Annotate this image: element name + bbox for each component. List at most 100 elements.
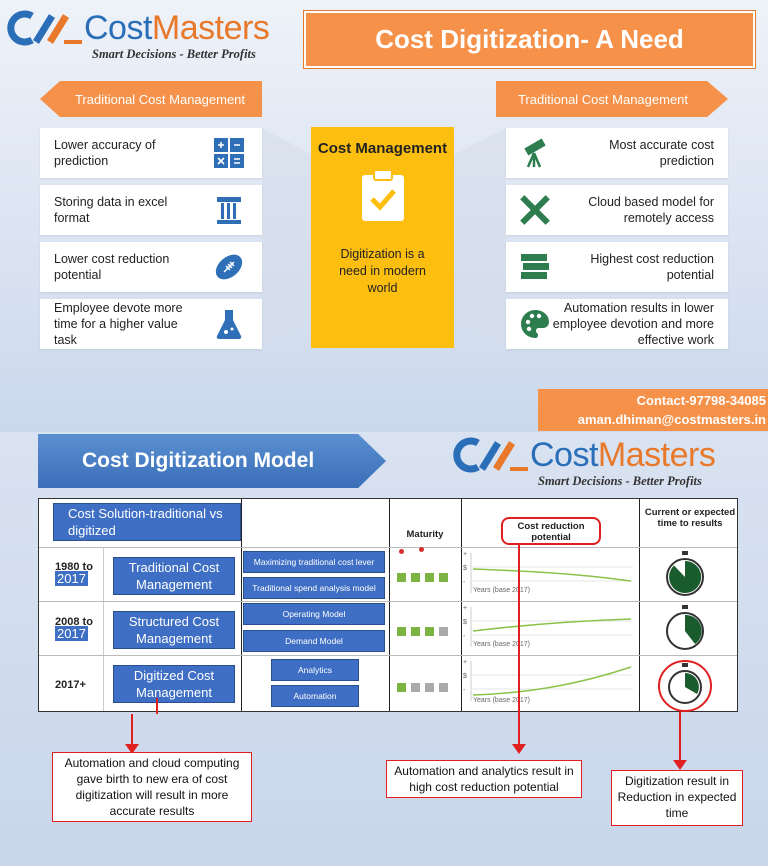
stopwatch-icon bbox=[666, 605, 704, 650]
trend-chart-row1 bbox=[470, 553, 633, 593]
arrow-line bbox=[518, 544, 520, 749]
logo-mark-icon bbox=[453, 437, 528, 473]
row-label: Structured Cost Management bbox=[113, 611, 235, 649]
page-title: Cost Digitization- A Need bbox=[304, 11, 755, 68]
axis-tick: + bbox=[463, 659, 468, 666]
center-subtitle: Digitization is a need in modern world bbox=[339, 247, 426, 295]
stopwatch-icon-highlighted bbox=[658, 660, 712, 712]
contact-box: Contact-97798-34085 aman.dhiman@costmast… bbox=[538, 389, 768, 431]
arrow-head bbox=[512, 744, 526, 754]
telescope-icon bbox=[518, 136, 552, 170]
right-item-accuracy: Most accurate cost prediction bbox=[506, 128, 728, 178]
tool-label: Maximizing traditional cost lever bbox=[243, 551, 385, 573]
red-dot bbox=[399, 549, 404, 554]
tool-label: Automation bbox=[271, 685, 359, 707]
row-years: 2017+ bbox=[55, 679, 86, 691]
table-divider bbox=[461, 499, 462, 711]
left-item-accuracy: Lower accuracy of prediction bbox=[40, 128, 262, 178]
left-item-text: Employee devote more time for a higher v… bbox=[54, 301, 183, 347]
axis-tick: $ bbox=[463, 673, 467, 680]
table-title: Cost Solution-traditional vs digitized bbox=[53, 503, 241, 541]
right-item-cloud: Cloud based model for remotely access bbox=[506, 185, 728, 235]
calculator-icon bbox=[212, 136, 246, 170]
table-divider bbox=[103, 547, 104, 711]
axis-note: Years (base 2017) bbox=[473, 641, 530, 648]
table-rule bbox=[39, 601, 737, 602]
maturity-header: Maturity bbox=[406, 529, 444, 540]
row-label: Traditional Cost Management bbox=[113, 557, 235, 595]
books-icon bbox=[518, 250, 552, 284]
left-item-reduction: Lower cost reduction potential bbox=[40, 242, 262, 292]
left-item-text: Storing data in excel format bbox=[54, 195, 168, 225]
axis-tick: $ bbox=[463, 619, 467, 626]
table-rule bbox=[39, 655, 737, 656]
arrow-line bbox=[156, 698, 158, 714]
axis-note: Years (base 2017) bbox=[473, 697, 530, 704]
maturity-indicator bbox=[397, 623, 453, 641]
trend-chart-row2 bbox=[470, 607, 633, 647]
tool-label: Operating Model bbox=[243, 603, 385, 625]
trend-chart-row3 bbox=[470, 661, 633, 701]
tool-label: Demand Model bbox=[243, 630, 385, 652]
right-item-text: Most accurate cost prediction bbox=[609, 138, 714, 168]
arrow-head bbox=[673, 760, 687, 770]
table-rule bbox=[39, 547, 737, 548]
arrow-head bbox=[125, 744, 139, 754]
brand-tagline: Smart Decisions - Better Profits bbox=[92, 47, 256, 61]
left-item-text: Lower accuracy of prediction bbox=[54, 138, 156, 168]
brand-name: CostMasters bbox=[84, 9, 270, 47]
table-divider bbox=[389, 499, 390, 711]
contact-phone: Contact-97798-34085 bbox=[636, 393, 766, 408]
right-item-text: Automation results in lower employee dev… bbox=[552, 301, 714, 347]
table-divider bbox=[639, 499, 640, 711]
left-banner: Traditional Cost Management bbox=[40, 81, 262, 117]
maturity-indicator bbox=[397, 569, 453, 587]
brand-logo-top: CostMasters Smart Decisions - Better Pro… bbox=[6, 9, 270, 62]
arrow-line bbox=[679, 712, 681, 764]
axis-tick: + bbox=[463, 605, 468, 612]
left-connector bbox=[262, 128, 311, 348]
callout-right: Digitization result in Reduction in expe… bbox=[611, 770, 743, 826]
left-item-excel: Storing data in excel format bbox=[40, 185, 262, 235]
pencil-ruler-icon bbox=[518, 193, 552, 227]
table-divider bbox=[241, 499, 242, 711]
axis-tick: $ bbox=[463, 565, 467, 572]
logo-mark-icon bbox=[7, 10, 82, 46]
time-header: Current or expected time to results bbox=[644, 507, 736, 529]
palette-icon bbox=[518, 307, 552, 341]
left-item-text: Lower cost reduction potential bbox=[54, 252, 170, 282]
axis-tick: + bbox=[463, 551, 468, 558]
model-title: Cost Digitization Model bbox=[38, 434, 386, 488]
red-dot bbox=[419, 547, 424, 552]
column-icon bbox=[212, 193, 246, 227]
axis-tick: - bbox=[463, 687, 466, 694]
left-item-employee: Employee devote more time for a higher v… bbox=[40, 299, 262, 349]
right-item-reduction: Highest cost reduction potential bbox=[506, 242, 728, 292]
axis-note: Years (base 2017) bbox=[473, 587, 530, 594]
brand-logo-bottom: CostMasters Smart Decisions - Better Pro… bbox=[452, 436, 716, 489]
arrow-line bbox=[131, 714, 133, 750]
model-table: Cost Solution-traditional vs digitized M… bbox=[38, 498, 738, 712]
cost-management-box: Cost Management Digitization is a need i… bbox=[311, 127, 454, 348]
right-item-text: Highest cost reduction potential bbox=[590, 252, 714, 282]
callout-left: Automation and cloud computing gave birt… bbox=[52, 752, 252, 822]
brand-name: CostMasters bbox=[530, 436, 716, 474]
axis-tick: - bbox=[463, 633, 466, 640]
row-label: Digitized Cost Management bbox=[113, 665, 235, 703]
tool-label: Analytics bbox=[271, 659, 359, 681]
right-banner: Traditional Cost Management bbox=[496, 81, 728, 117]
flask-icon bbox=[212, 307, 246, 341]
cost-reduction-header: Cost reduction potential bbox=[501, 517, 601, 545]
brand-tagline: Smart Decisions - Better Profits bbox=[538, 474, 702, 488]
tool-label: Traditional spend analysis model bbox=[243, 577, 385, 599]
callout-middle: Automation and analytics result in high … bbox=[386, 760, 582, 798]
contact-email[interactable]: aman.dhiman@costmasters.in bbox=[577, 412, 766, 427]
axis-tick: - bbox=[463, 579, 466, 586]
clipboard-check-icon bbox=[360, 169, 406, 228]
maturity-indicator bbox=[397, 679, 453, 697]
right-connector bbox=[454, 128, 506, 348]
center-title: Cost Management bbox=[317, 140, 448, 157]
stopwatch-icon bbox=[666, 551, 704, 596]
